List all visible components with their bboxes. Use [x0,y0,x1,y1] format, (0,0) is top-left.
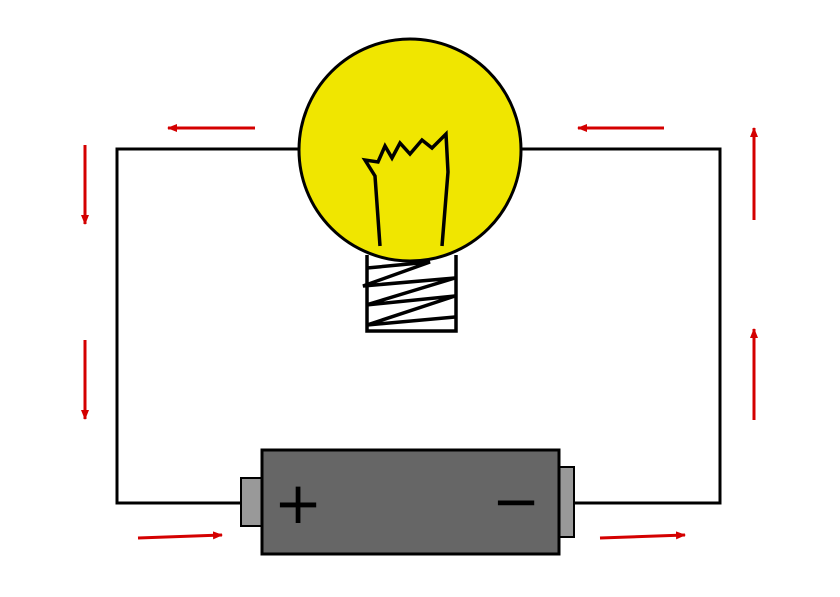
circuit-wires [115,147,722,505]
arrow-bottom-left [137,531,223,540]
arrow-bottom-right [599,531,686,540]
bulb-filament [361,129,450,247]
current-arrows [81,124,758,540]
battery-body [260,448,561,556]
wire-right [518,147,722,505]
bulb-screw-base [365,255,458,333]
battery-positive-sign: + [274,469,323,537]
light-bulb [297,37,523,333]
wire-left [115,147,302,505]
battery: + − [240,448,575,556]
bulb-glass [297,37,523,263]
bulb-screw-thread [362,260,456,327]
battery-negative-sign: − [492,467,541,535]
